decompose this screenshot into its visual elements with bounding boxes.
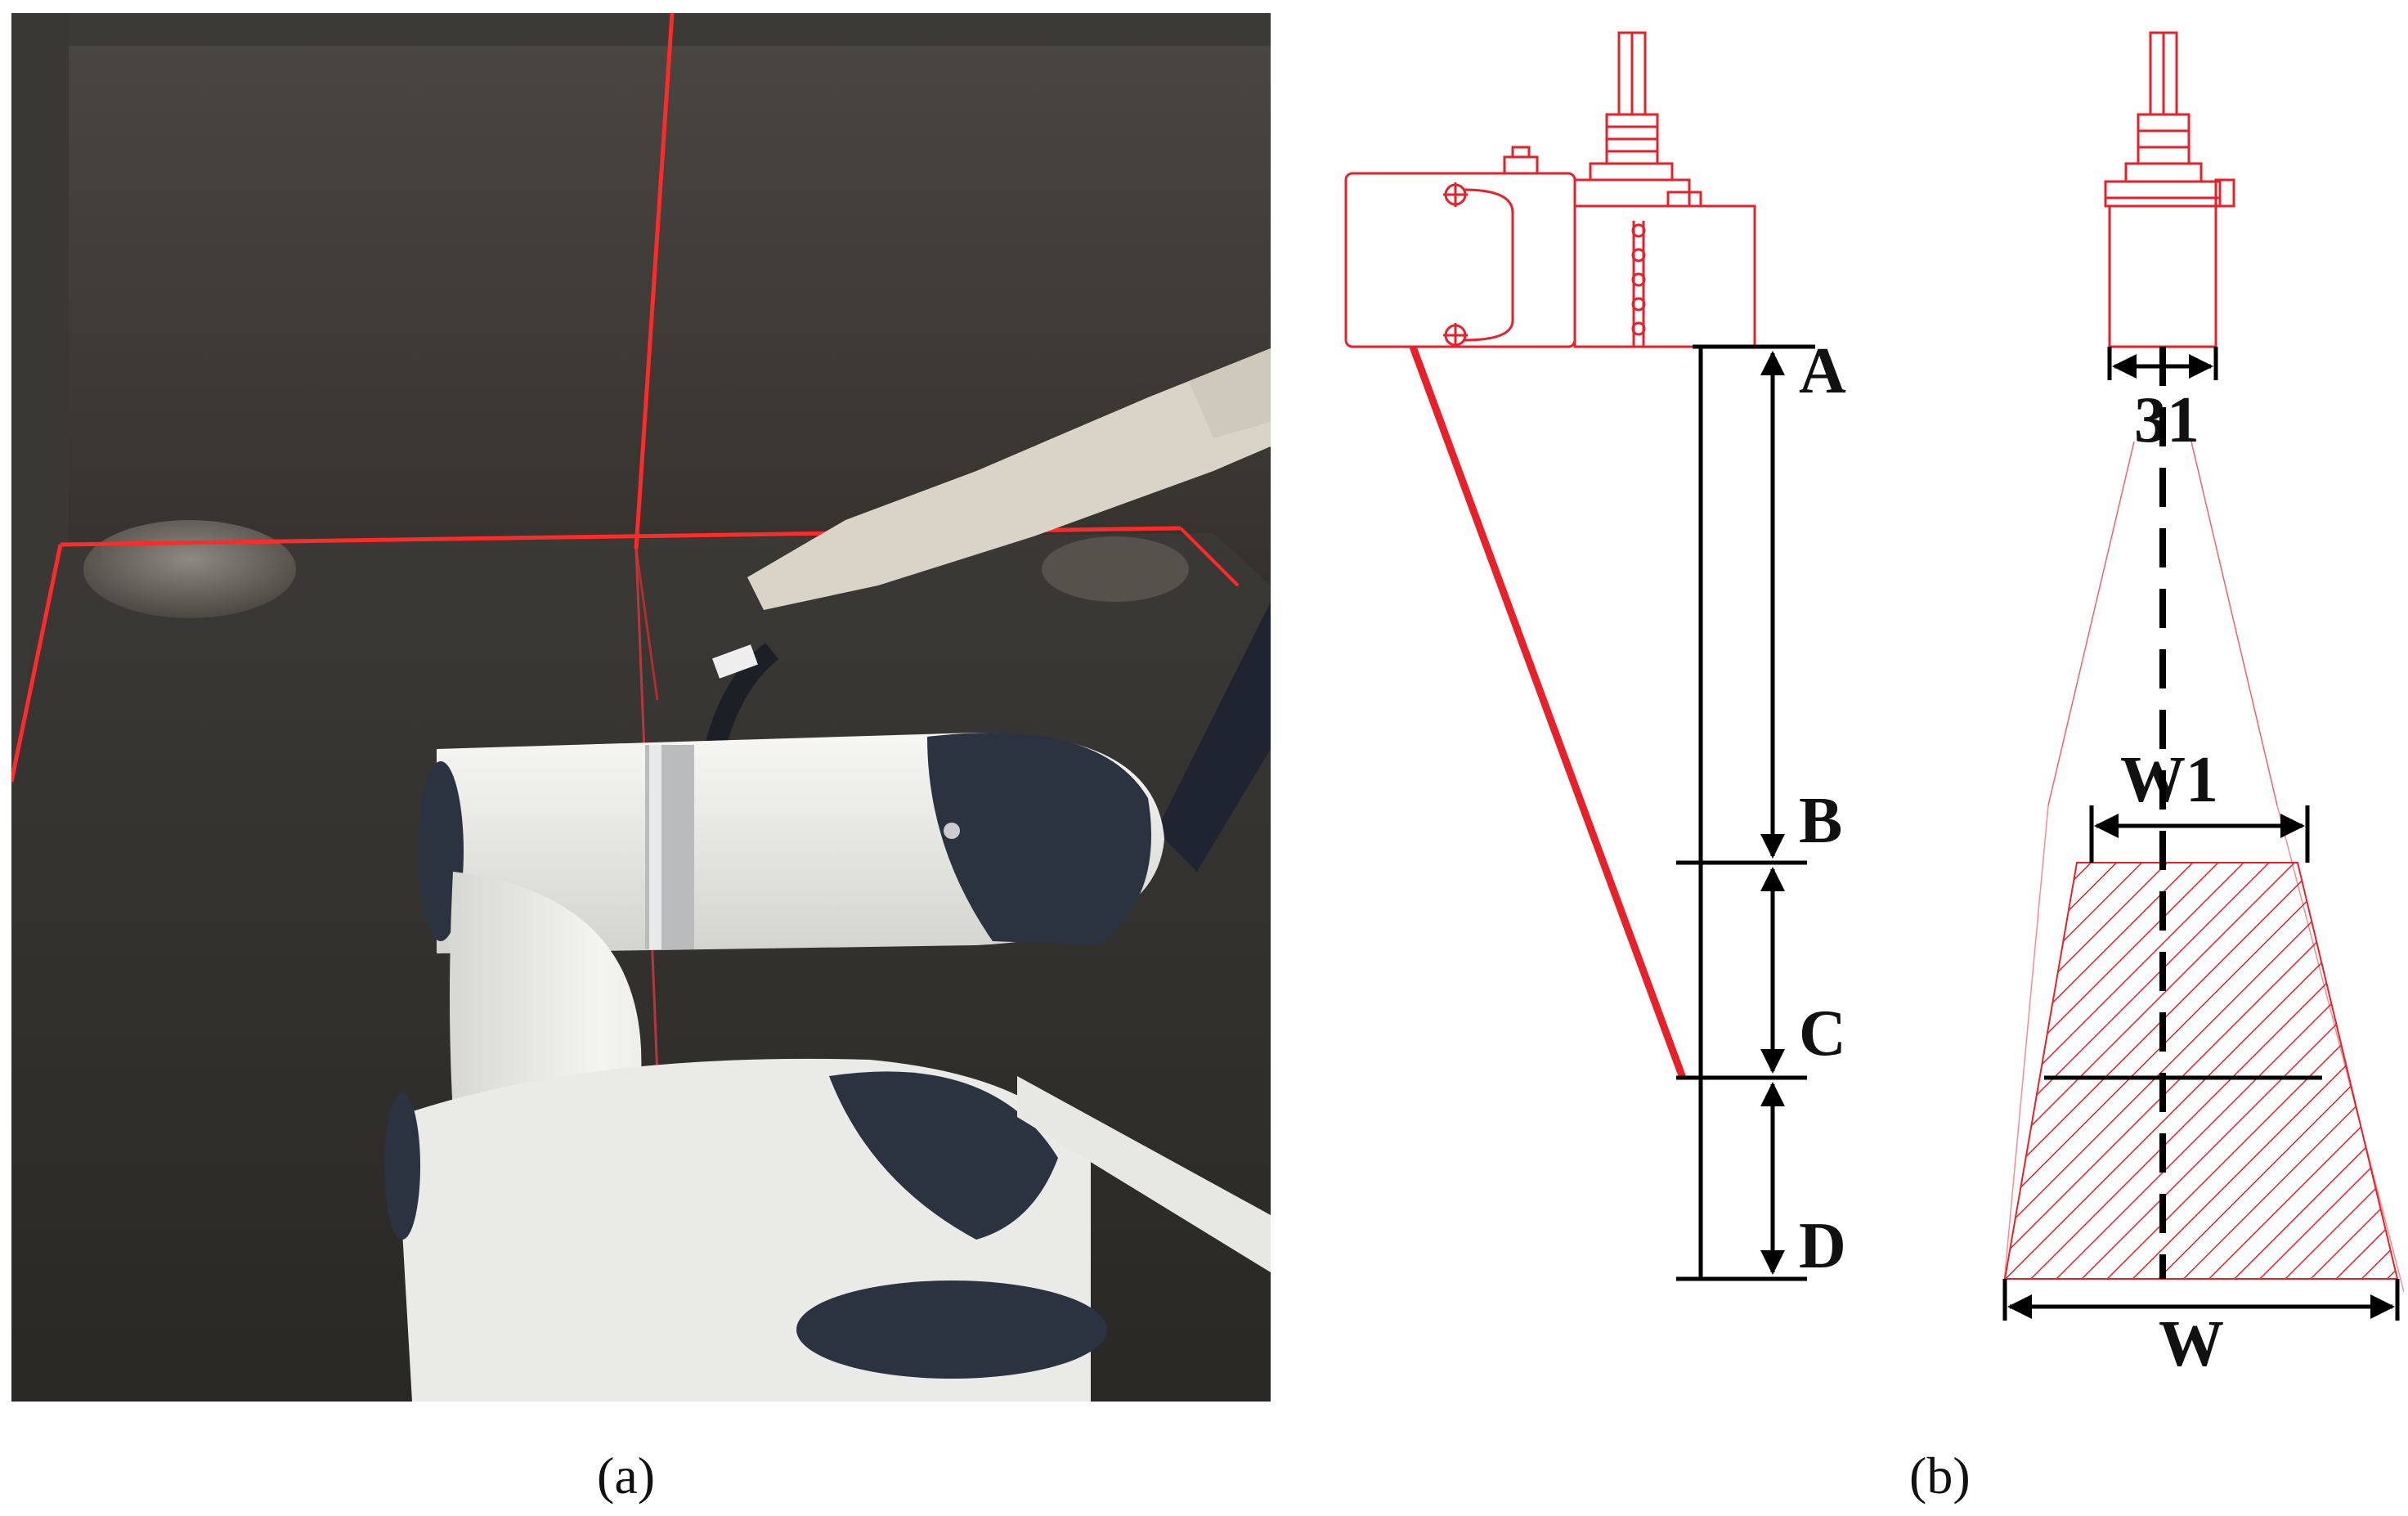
label-C: C (1799, 998, 1846, 1070)
range-dimensions (1676, 344, 1815, 1281)
laser-beam-line (1409, 345, 1687, 1079)
label-31: 31 (2134, 384, 2199, 456)
label-B: B (1799, 785, 1842, 857)
label-A: A (1799, 335, 1846, 407)
label-W1: W1 (2120, 744, 2218, 816)
caption-a: (a) (597, 1446, 656, 1505)
caption-b: (b) (1909, 1446, 1971, 1505)
label-W: W (2159, 1308, 2224, 1380)
measurement-area (2003, 862, 2399, 1280)
robot-arm-photo (11, 13, 1271, 1402)
label-D: D (1799, 1210, 1846, 1282)
sensor-front-view (2104, 31, 2235, 348)
sensor-side-view (1344, 31, 1756, 348)
laser-sensor-diagram: A B C D 31 W1 W (1344, 31, 2404, 1380)
